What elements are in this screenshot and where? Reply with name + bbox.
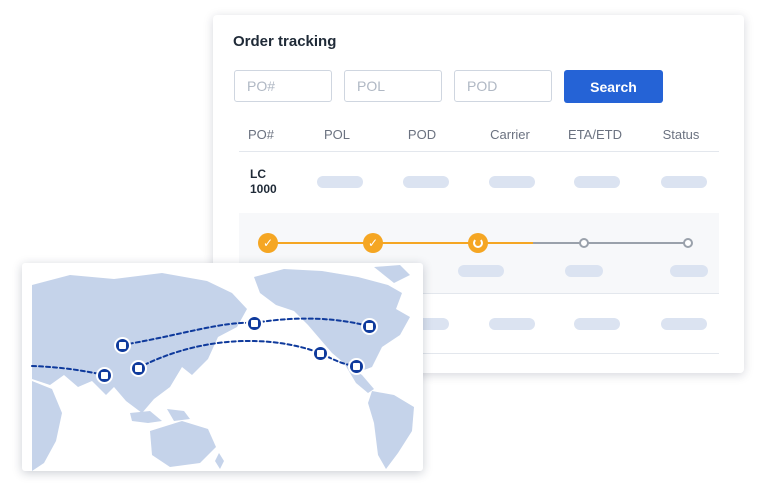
search-button[interactable]: Search xyxy=(564,70,663,103)
package-icon[interactable] xyxy=(130,360,147,377)
pol-input[interactable] xyxy=(344,70,442,102)
warehouse-icon[interactable] xyxy=(246,315,263,332)
step-pending-icon xyxy=(683,238,693,248)
truck-icon[interactable] xyxy=(312,345,329,362)
step-pending-icon xyxy=(579,238,589,248)
row-po-number: LC 1000 xyxy=(250,167,277,196)
header-divider xyxy=(239,151,719,152)
column-header-carrier: Carrier xyxy=(490,127,530,142)
column-header-po: PO# xyxy=(247,127,274,142)
column-header-eta-etd: ETA/ETD xyxy=(568,127,622,142)
status-placeholder-pill xyxy=(661,318,707,330)
status-placeholder-pill xyxy=(661,176,707,188)
step-label-pill xyxy=(458,265,504,277)
row-divider xyxy=(239,293,719,294)
po-input[interactable] xyxy=(234,70,332,102)
eta-placeholder-pill xyxy=(574,176,620,188)
progress-line-complete xyxy=(268,242,533,244)
column-header-pod: POD xyxy=(407,127,437,142)
carrier-placeholder-pill xyxy=(489,176,535,188)
step-in-progress-icon xyxy=(468,233,488,253)
pod-input[interactable] xyxy=(454,70,552,102)
step-label-pill xyxy=(565,265,603,277)
column-header-status: Status xyxy=(662,127,700,142)
package-icon[interactable] xyxy=(114,337,131,354)
progress-line-pending xyxy=(533,242,688,244)
step-label-pill xyxy=(670,265,708,277)
carrier-placeholder-pill xyxy=(489,318,535,330)
panel-title: Order tracking xyxy=(233,33,337,50)
eta-placeholder-pill xyxy=(574,318,620,330)
truck-icon[interactable] xyxy=(96,367,113,384)
column-header-pol: POL xyxy=(323,127,350,142)
step-done-check-icon: ✓ xyxy=(258,233,278,253)
pod-placeholder-pill xyxy=(403,176,449,188)
step-done-check-icon: ✓ xyxy=(363,233,383,253)
pol-placeholder-pill xyxy=(317,176,363,188)
row-divider xyxy=(239,353,719,354)
warehouse-icon[interactable] xyxy=(361,318,378,335)
shipment-route-map[interactable] xyxy=(22,263,423,471)
warehouse-icon[interactable] xyxy=(348,358,365,375)
